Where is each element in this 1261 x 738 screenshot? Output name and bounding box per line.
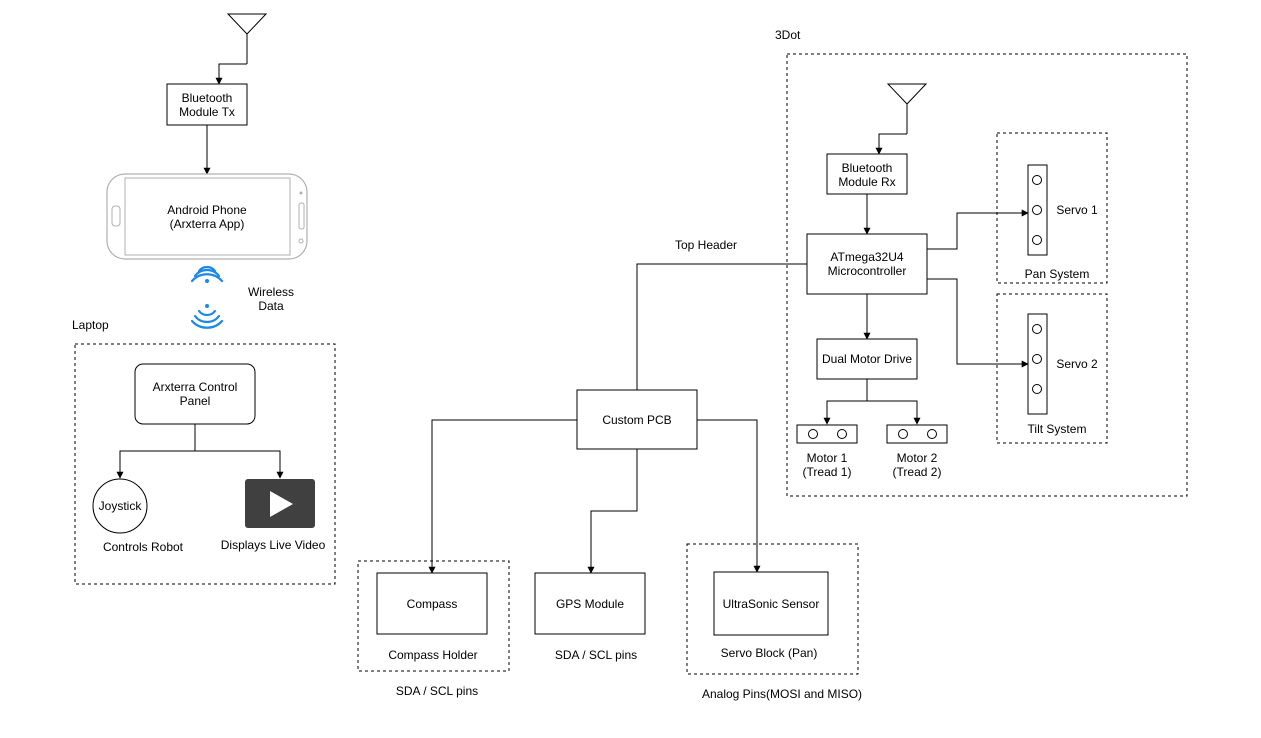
wireless-label-2: Data (258, 299, 284, 313)
displays-video-label: Displays Live Video (221, 538, 326, 552)
compass-node: Compass (376, 572, 488, 635)
motor1-node: Motor 1 (Tread 1) (796, 424, 858, 479)
servo1-label: Servo 1 (1056, 203, 1098, 217)
bluetooth-module-tx: Bluetooth Module Tx (166, 83, 248, 126)
analog-pins-label: Analog Pins(MOSI and MISO) (702, 687, 862, 701)
wireless-label-1: Wireless (248, 285, 294, 299)
phone-label-2: (Arxterra App) (170, 217, 245, 231)
custom-pcb-label: Custom PCB (602, 413, 671, 427)
servo2-node: Servo 2 (1027, 313, 1098, 415)
antenna-icon (886, 83, 928, 134)
dual-motor-drive-node: Dual Motor Drive (816, 338, 918, 380)
play-video-icon (245, 479, 315, 528)
custom-pcb-node: Custom PCB (576, 389, 698, 450)
tilt-system-container (996, 293, 1108, 444)
threedot-label: 3Dot (775, 28, 801, 42)
microcontroller-node: ATmega32U4 Microcontroller (806, 233, 928, 295)
motor-drive-to-motor1-wire (823, 400, 867, 425)
mcu-label-1: ATmega32U4 (830, 250, 903, 264)
gps-label: GPS Module (556, 597, 624, 611)
control-panel-label-2: Panel (180, 394, 211, 408)
phone-label-1: Android Phone (167, 203, 247, 217)
smartphone-icon (106, 173, 308, 260)
tilt-system-label: Tilt System (1028, 422, 1087, 436)
sda-scl-pins-label-2: SDA / SCL pins (555, 648, 637, 662)
compass-holder-label: Compass Holder (388, 648, 477, 662)
pcb-to-gps-wire (587, 449, 638, 574)
laptop-label: Laptop (72, 318, 109, 332)
motor2-node: Motor 2 (Tread 2) (886, 424, 948, 479)
antenna-rx-wire (875, 133, 907, 155)
bluetooth-module-rx: Bluetooth Module Rx (826, 153, 908, 195)
top-header-wire (636, 263, 807, 390)
bt-rx-label-1: Bluetooth (842, 161, 893, 175)
servo1-node: Servo 1 (1027, 164, 1098, 256)
ultrasonic-label: UltraSonic Sensor (723, 597, 820, 611)
bt-tx-label-2: Module Tx (179, 105, 235, 119)
servo2-label: Servo 2 (1056, 357, 1098, 371)
motor-drive-label: Dual Motor Drive (822, 352, 912, 366)
mcu-label-2: Microcontroller (828, 264, 907, 278)
threedot-container (786, 53, 1188, 497)
controls-robot-label: Controls Robot (103, 540, 184, 554)
servo-block-label: Servo Block (Pan) (721, 646, 818, 660)
gps-module-node: GPS Module (534, 572, 646, 635)
laptop-container (74, 343, 336, 585)
pan-system-label: Pan System (1025, 267, 1090, 281)
wireless-signal-icon (190, 304, 224, 329)
motor2-label-1: Motor 2 (897, 451, 938, 465)
mcu-to-servo1-wire (927, 209, 1029, 250)
servo-block-container (686, 543, 859, 675)
pan-system-container (996, 132, 1108, 284)
ultrasonic-sensor-node: UltraSonic Sensor (713, 571, 829, 636)
compass-holder-container (357, 560, 510, 672)
antenna-tx-wire (215, 63, 247, 85)
control-panel-to-video-wire (195, 450, 284, 479)
pcb-to-compass-wire (428, 419, 577, 574)
motor2-label-2: (Tread 2) (893, 465, 942, 479)
control-panel-label-1: Arxterra Control (153, 380, 238, 394)
bt-rx-label-2: Module Rx (838, 175, 895, 189)
joystick-node: Joystick (92, 478, 148, 534)
antenna-icon (226, 13, 268, 64)
control-panel-node: Arxterra Control Panel (134, 363, 256, 425)
pcb-to-ultrasonic-wire (697, 419, 761, 573)
compass-label: Compass (407, 597, 458, 611)
control-panel-to-joystick-wire (116, 450, 195, 479)
joystick-label: Joystick (99, 499, 143, 513)
motor1-label-1: Motor 1 (807, 451, 848, 465)
motor-drive-to-motor2-wire (867, 400, 921, 425)
bt-tx-label-1: Bluetooth (182, 91, 233, 105)
top-header-label: Top Header (675, 238, 737, 252)
motor1-label-2: (Tread 1) (803, 465, 852, 479)
sda-scl-pins-label-1: SDA / SCL pins (396, 684, 478, 698)
wireless-signal-icon (190, 265, 224, 283)
mcu-to-servo2-wire (927, 278, 1029, 368)
